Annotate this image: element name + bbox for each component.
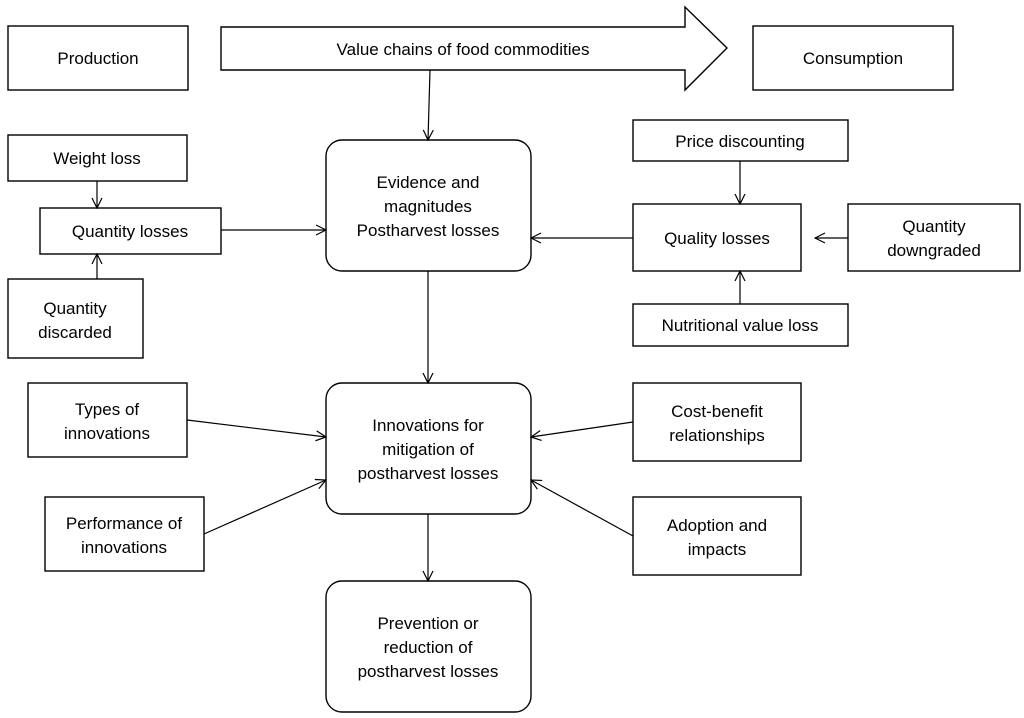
cost-benefit-box: Cost-benefit relationships: [632, 382, 802, 462]
performance-innovations-line-1: Performance of: [66, 514, 182, 533]
value-chains-arrow: Value chains of food commodities: [220, 5, 728, 92]
innovations-mitigation-box: Innovations for mitigation of postharves…: [325, 382, 532, 515]
quantity-discarded-line-1: Quantity: [43, 299, 107, 318]
production-label: Production: [57, 49, 138, 68]
consumption-box: Consumption: [752, 25, 954, 91]
arrow-cost-benefit-to-innovations: [531, 421, 634, 437]
cost-benefit-line-2: relationships: [669, 426, 764, 445]
evidence-line-1: Evidence and: [376, 173, 479, 192]
quantity-discarded-line-2: discarded: [38, 323, 112, 342]
evidence-box: Evidence and magnitudes Postharvest loss…: [325, 139, 532, 272]
innovations-mitigation-line-3: postharvest losses: [358, 464, 499, 483]
quantity-losses-label: Quantity losses: [72, 222, 188, 241]
performance-innovations-box: Performance of innovations: [44, 496, 205, 572]
nutritional-value-loss-box: Nutritional value loss: [632, 303, 849, 347]
prevention-line-3: postharvest losses: [358, 662, 499, 681]
price-discounting-box: Price discounting: [632, 119, 849, 162]
quality-losses-label: Quality losses: [664, 229, 770, 248]
arrow-types-to-innovations: [186, 419, 326, 437]
quantity-losses-box: Quantity losses: [39, 207, 222, 255]
consumption-label: Consumption: [803, 49, 903, 68]
quantity-discarded-box: Quantity discarded: [7, 278, 144, 359]
innovations-mitigation-line-2: mitigation of: [382, 440, 474, 459]
quantity-downgraded-line-2: downgraded: [887, 241, 981, 260]
types-of-innovations-box: Types of innovations: [27, 382, 188, 458]
cost-benefit-line-1: Cost-benefit: [671, 402, 763, 421]
production-box: Production: [7, 25, 189, 91]
nutritional-value-loss-label: Nutritional value loss: [662, 316, 819, 335]
quantity-downgraded-line-1: Quantity: [902, 217, 966, 236]
weight-loss-box: Weight loss: [7, 134, 188, 182]
prevention-box: Prevention or reduction of postharvest l…: [325, 580, 532, 713]
evidence-line-3: Postharvest losses: [357, 221, 500, 240]
arrow-performance-to-innovations: [203, 480, 326, 535]
types-of-innovations-line-2: innovations: [64, 424, 150, 443]
quality-losses-box: Quality losses: [632, 203, 802, 272]
value-chains-label: Value chains of food commodities: [337, 40, 590, 59]
adoption-impacts-line-1: Adoption and: [667, 516, 767, 535]
prevention-line-2: reduction of: [384, 638, 473, 657]
innovations-mitigation-line-1: Innovations for: [372, 416, 484, 435]
evidence-line-2: magnitudes: [384, 197, 472, 216]
arrow-adoption-to-innovations: [531, 480, 634, 537]
types-of-innovations-line-1: Types of: [75, 400, 140, 419]
weight-loss-label: Weight loss: [53, 149, 141, 168]
adoption-impacts-line-2: impacts: [688, 540, 747, 559]
adoption-impacts-box: Adoption and impacts: [632, 496, 802, 576]
quantity-downgraded-box: Quantity downgraded: [847, 203, 1021, 272]
price-discounting-label: Price discounting: [675, 132, 804, 151]
arrow-value-chains-to-evidence: [428, 69, 430, 140]
performance-innovations-line-2: innovations: [81, 538, 167, 557]
prevention-line-1: Prevention or: [377, 614, 478, 633]
